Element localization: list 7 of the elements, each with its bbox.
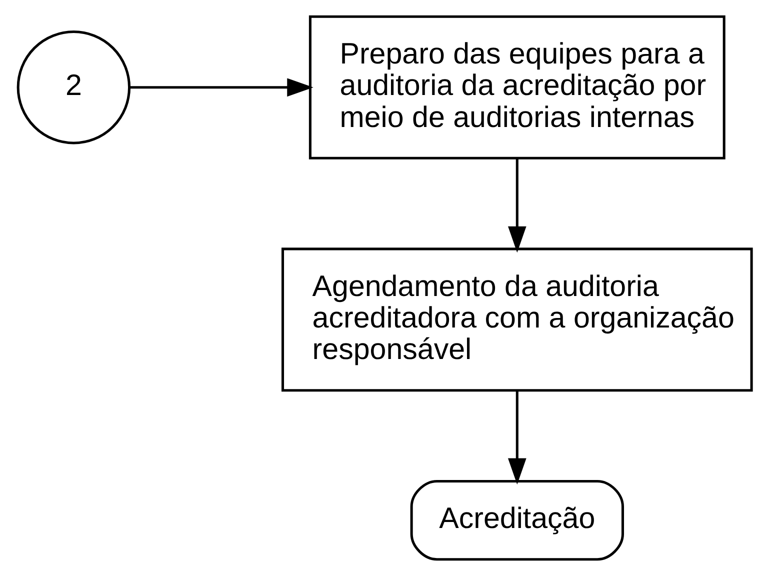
- arrow: [128, 78, 313, 97]
- node-box: Acreditação: [410, 480, 624, 561]
- node-box: Agendamento da auditoria acreditadora com a organização responsável: [280, 248, 752, 392]
- node-circle: 2: [16, 30, 130, 144]
- arrow: [507, 158, 526, 253]
- arrow: [507, 390, 526, 485]
- node-box: Preparo das equipes para a auditoria da acreditação por meio de auditorias internas: [308, 15, 725, 160]
